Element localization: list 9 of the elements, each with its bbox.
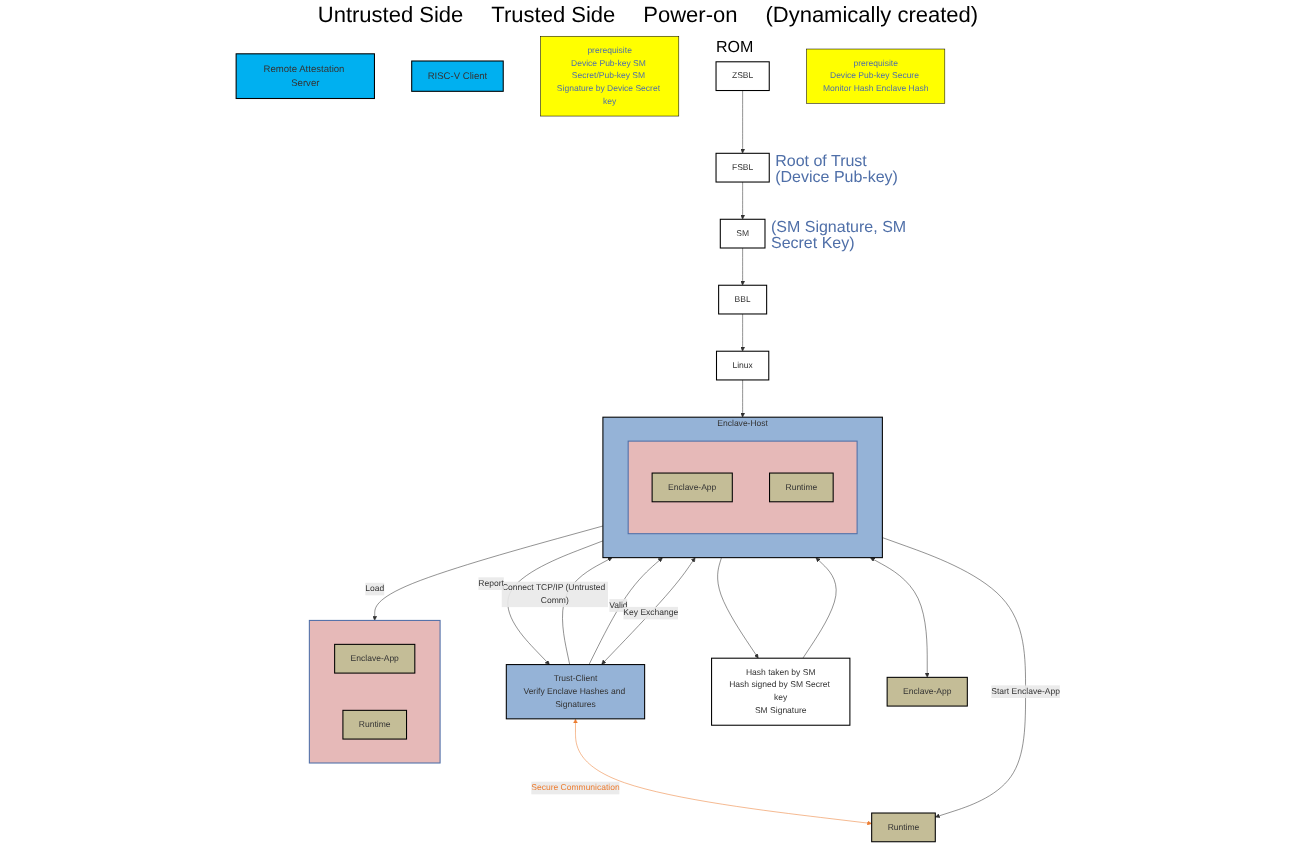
- side-note: Root of Trust (Device Pub-key): [775, 153, 900, 189]
- side-label: Trusted Side: [491, 4, 616, 28]
- side-label: (Dynamically created): [765, 4, 979, 28]
- cluster: [308, 619, 441, 764]
- side-label: Untrusted Side: [317, 4, 464, 28]
- side-note: (SM Signature, SM Secret Key): [770, 219, 909, 255]
- side-label: Power-on: [643, 4, 738, 28]
- cluster: [627, 440, 858, 535]
- side-note: ROM: [716, 39, 754, 58]
